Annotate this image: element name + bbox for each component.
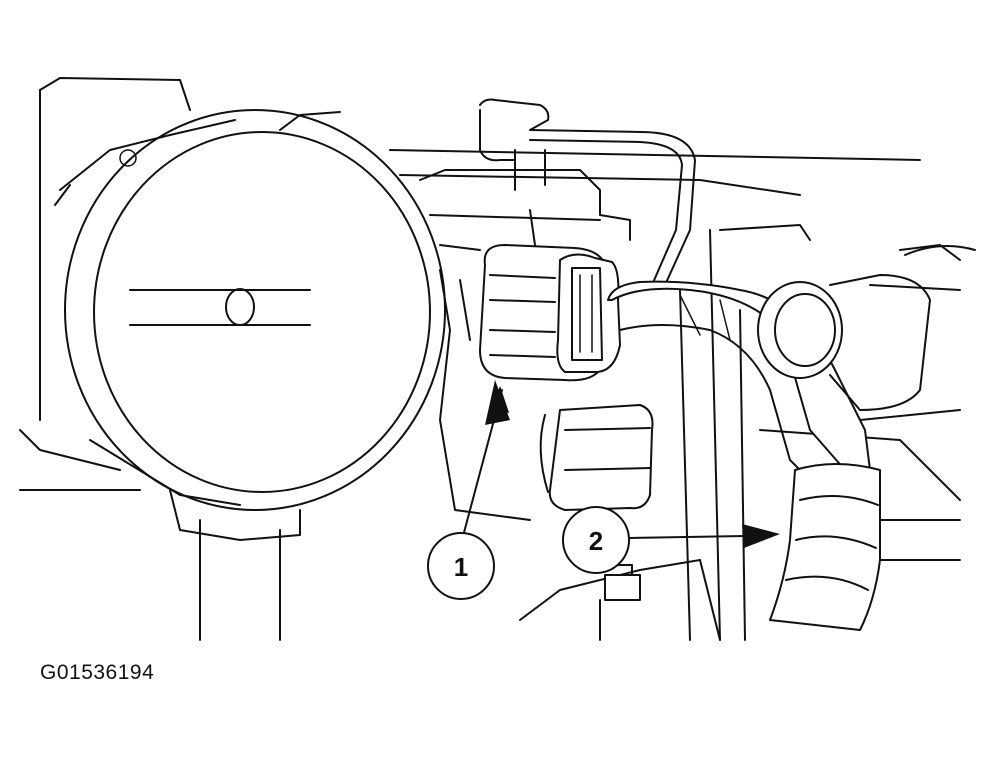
callout-1: 1: [427, 380, 510, 600]
figure-id: G01536194: [40, 661, 155, 684]
harness-wrap: [769, 463, 881, 631]
engine-background-lines: [19, 77, 961, 641]
callout-2-circle: [562, 506, 630, 574]
throttle-body-housing: [54, 109, 446, 541]
callout-1-label: 1: [454, 552, 468, 582]
hose-fitting: [757, 245, 976, 411]
sensor-body: [419, 169, 631, 341]
callout-2-arrowhead: [742, 524, 780, 548]
electrical-connector: [479, 244, 621, 382]
callout-2: 2: [562, 506, 780, 574]
callout-2-label: 2: [589, 526, 603, 556]
throttle-plate: [129, 288, 311, 326]
callout-1-circle: [427, 532, 495, 600]
vacuum-tube: [479, 98, 696, 286]
callout-1-arrow-tip: [485, 380, 510, 425]
hex-fitting: [539, 404, 654, 511]
mounting-bolt: [604, 564, 641, 601]
